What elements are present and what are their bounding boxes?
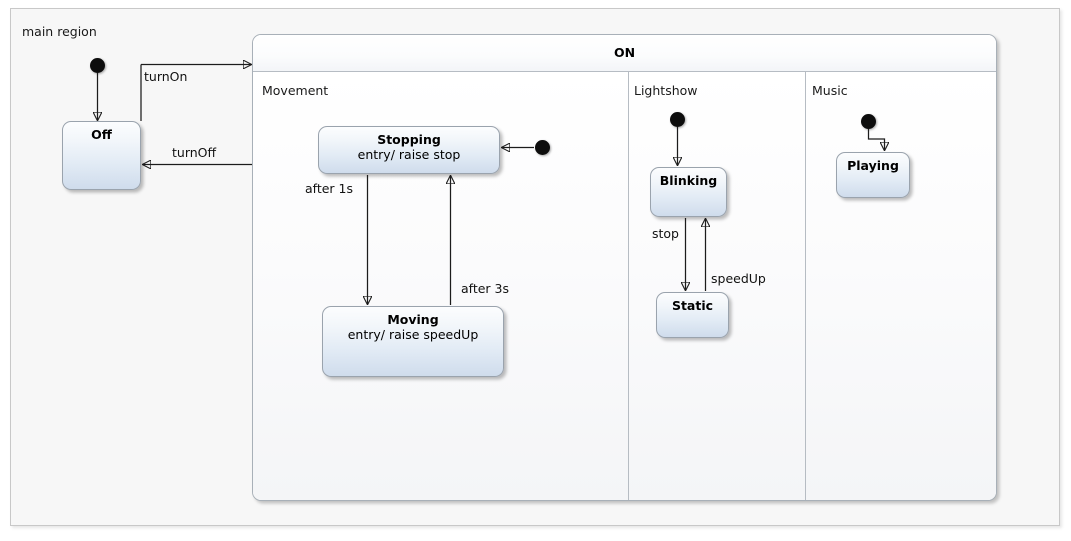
state-blinking-name: Blinking	[659, 173, 718, 188]
transition-label-speed-up: speedUp	[711, 271, 766, 286]
state-playing-name: Playing	[847, 158, 899, 173]
state-moving-entry-action: entry/ raise speedUp	[347, 327, 479, 342]
initial-node-movement[interactable]	[535, 140, 550, 155]
region-label-movement: Movement	[262, 83, 329, 98]
state-on-title: ON	[253, 35, 996, 71]
region-label-music: Music	[812, 83, 848, 98]
state-on[interactable]: ON	[252, 34, 997, 501]
initial-node-music[interactable]	[861, 114, 876, 129]
region-divider-music	[805, 72, 806, 500]
state-off[interactable]: Off	[62, 121, 141, 190]
state-moving-name: Moving	[387, 312, 439, 327]
main-region-label: main region	[22, 24, 97, 39]
state-playing[interactable]: Playing	[836, 152, 910, 198]
state-stopping[interactable]: Stopping entry/ raise stop	[318, 126, 500, 174]
region-label-lightshow: Lightshow	[634, 83, 698, 98]
state-static[interactable]: Static	[656, 292, 729, 338]
state-stopping-entry-action: entry/ raise stop	[357, 147, 461, 162]
state-blinking[interactable]: Blinking	[650, 167, 727, 217]
transition-label-stop: stop	[652, 226, 679, 241]
initial-node-lightshow[interactable]	[670, 112, 685, 127]
state-off-name: Off	[91, 127, 112, 142]
region-divider-lightshow	[628, 72, 629, 500]
state-stopping-name: Stopping	[377, 132, 441, 147]
state-moving[interactable]: Moving entry/ raise speedUp	[322, 306, 504, 377]
state-static-name: Static	[671, 298, 714, 313]
transition-label-after-1s: after 1s	[305, 181, 354, 196]
transition-label-after-3s: after 3s	[461, 281, 510, 296]
transition-label-turn-off: turnOff	[172, 145, 217, 160]
initial-node-main-region[interactable]	[90, 58, 105, 73]
transition-label-turn-on: turnOn	[144, 69, 188, 84]
